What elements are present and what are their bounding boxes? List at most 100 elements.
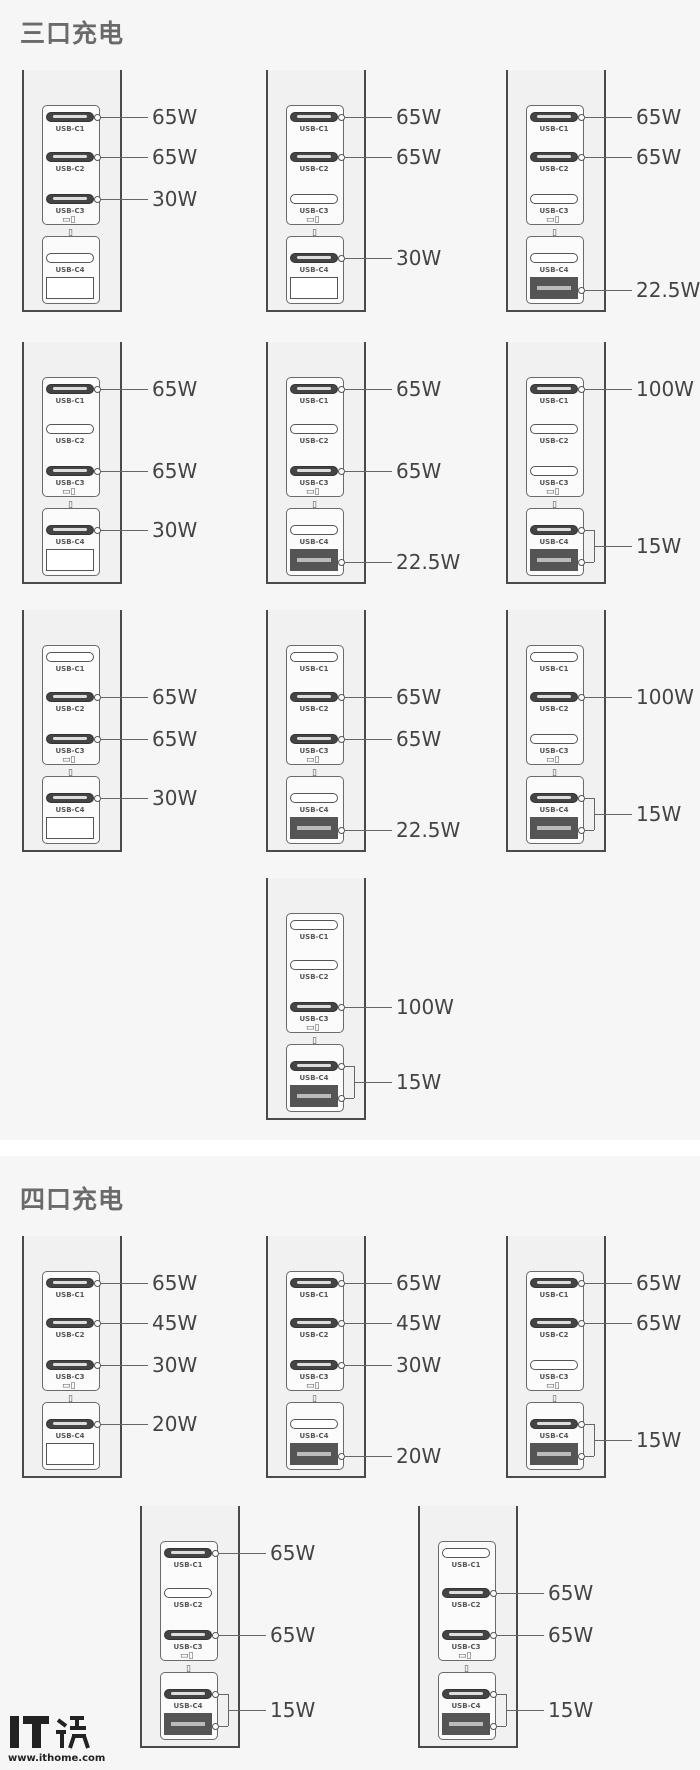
charger-4-port-c3[interactable] <box>290 466 338 476</box>
charger-4-port-a[interactable] <box>290 549 338 571</box>
charger-0-port-a[interactable] <box>46 277 94 299</box>
charger-6-port-c2[interactable] <box>46 692 94 702</box>
charger-10-label-c3: USB-C3 <box>55 1373 85 1381</box>
charger-3-port-c3[interactable] <box>46 466 94 476</box>
charger-9-port-c4[interactable] <box>290 1061 338 1071</box>
charger-14-label-c1: USB-C1 <box>451 1561 481 1569</box>
charger-14-port-c2[interactable] <box>442 1588 490 1598</box>
charger-1-port-c3[interactable] <box>290 194 338 204</box>
charger-14-port-a[interactable] <box>442 1713 490 1735</box>
charger-6-label-c4: USB-C4 <box>55 806 85 814</box>
charger-14-port-c3[interactable] <box>442 1630 490 1640</box>
charger-9-port-c1[interactable] <box>290 920 338 930</box>
charger-6-port-a[interactable] <box>46 817 94 839</box>
charger-13-port-c2[interactable] <box>164 1588 212 1598</box>
charger-3-line-c4 <box>100 530 148 532</box>
charger-5-port-c1[interactable] <box>530 384 578 394</box>
charger-5-port-c4[interactable] <box>530 525 578 535</box>
charger-12-watt-c4a: 15W <box>636 1428 682 1452</box>
charger-8-port-a[interactable] <box>530 817 578 839</box>
charger-9-port-c2[interactable] <box>290 960 338 970</box>
charger-4-watt-a: 22.5W <box>396 550 461 574</box>
charger-9-port-c3[interactable] <box>290 1002 338 1012</box>
charger-8-port-c2[interactable] <box>530 692 578 702</box>
charger-7-line-a <box>344 830 392 832</box>
charger-7-port-c2[interactable] <box>290 692 338 702</box>
charger-9-port-a[interactable] <box>290 1085 338 1107</box>
charger-6-port-c4[interactable] <box>46 793 94 803</box>
charger-10-port-c4[interactable] <box>46 1419 94 1429</box>
charger-0-port-c4[interactable] <box>46 253 94 263</box>
charger-12-port-c4[interactable] <box>530 1419 578 1429</box>
charger-2-label-c2: USB-C2 <box>539 165 569 173</box>
charger-1-port-c1[interactable] <box>290 112 338 122</box>
charger-1-watt-c2: 65W <box>396 145 442 169</box>
charger-2-port-c4[interactable] <box>530 253 578 263</box>
charger-1-port-c2[interactable] <box>290 152 338 162</box>
charger-0-port-c1[interactable] <box>46 112 94 122</box>
charger-11-port-c4[interactable] <box>290 1419 338 1429</box>
charger-0-port-c2[interactable] <box>46 152 94 162</box>
charger-4-port-c4[interactable] <box>290 525 338 535</box>
charger-5-port-a[interactable] <box>530 549 578 571</box>
charger-13-port-c3[interactable] <box>164 1630 212 1640</box>
charger-13-label-c3: USB-C3 <box>173 1643 203 1651</box>
charger-2-indicator-icon-2: ▯ <box>552 228 557 238</box>
charger-11-port-c2[interactable] <box>290 1318 338 1328</box>
charger-13-port-c4[interactable] <box>164 1689 212 1699</box>
charger-8-indicator-icon: ▭▯ <box>546 755 560 765</box>
charger-2-port-c3[interactable] <box>530 194 578 204</box>
charger-3-port-a[interactable] <box>46 549 94 571</box>
charger-11-port-c1[interactable] <box>290 1278 338 1288</box>
charger-2-port-a[interactable] <box>530 277 578 299</box>
charger-1-port-c4[interactable] <box>290 253 338 263</box>
charger-8-port-c3[interactable] <box>530 734 578 744</box>
charger-7-port-a[interactable] <box>290 817 338 839</box>
charger-12-watt-c1: 65W <box>636 1271 682 1295</box>
charger-7-port-c4[interactable] <box>290 793 338 803</box>
charger-13-port-a[interactable] <box>164 1713 212 1735</box>
charger-0-port-c3[interactable] <box>46 194 94 204</box>
charger-3-port-c2[interactable] <box>46 424 94 434</box>
charger-3-port-c4[interactable] <box>46 525 94 535</box>
charger-4-port-c1[interactable] <box>290 384 338 394</box>
charger-12-port-c1[interactable] <box>530 1278 578 1288</box>
charger-14-port-c4[interactable] <box>442 1689 490 1699</box>
charger-8-line-c4 <box>584 798 594 800</box>
charger-8-port-c1[interactable] <box>530 652 578 662</box>
charger-10-port-a[interactable] <box>46 1443 94 1465</box>
charger-4-label-c1: USB-C1 <box>299 397 329 405</box>
charger-2-port-c2[interactable] <box>530 152 578 162</box>
charger-3-label-c1: USB-C1 <box>55 397 85 405</box>
charger-8-port-c4[interactable] <box>530 793 578 803</box>
charger-10-line-c2 <box>100 1323 148 1325</box>
charger-11-port-a[interactable] <box>290 1443 338 1465</box>
charger-7-label-c1: USB-C1 <box>299 665 329 673</box>
charger-3-port-c1[interactable] <box>46 384 94 394</box>
charger-11-upper-group <box>286 1271 344 1391</box>
charger-10-port-c2[interactable] <box>46 1318 94 1328</box>
charger-5-port-c2[interactable] <box>530 424 578 434</box>
charger-6-port-c3[interactable] <box>46 734 94 744</box>
charger-7-port-c3[interactable] <box>290 734 338 744</box>
charger-12-indicator-icon: ▭▯ <box>546 1381 560 1391</box>
charger-12-port-a[interactable] <box>530 1443 578 1465</box>
charger-1-port-a[interactable] <box>290 277 338 299</box>
charger-10-port-c3[interactable] <box>46 1360 94 1370</box>
charger-5-port-c3[interactable] <box>530 466 578 476</box>
charger-13-port-c1[interactable] <box>164 1548 212 1558</box>
charger-12-port-c3[interactable] <box>530 1360 578 1370</box>
charger-4-port-c2[interactable] <box>290 424 338 434</box>
charger-14-indicator-icon-2: ▯ <box>464 1664 469 1674</box>
charger-10-port-c1[interactable] <box>46 1278 94 1288</box>
charger-5-indicator-icon: ▭▯ <box>546 487 560 497</box>
charger-11-port-c3[interactable] <box>290 1360 338 1370</box>
charger-9-label-c1: USB-C1 <box>299 933 329 941</box>
charger-12-port-c2[interactable] <box>530 1318 578 1328</box>
charger-10-watt-c4: 20W <box>152 1412 198 1436</box>
charger-7-port-c1[interactable] <box>290 652 338 662</box>
charger-2-port-c1[interactable] <box>530 112 578 122</box>
charger-14-port-c1[interactable] <box>442 1548 490 1558</box>
charger-6-port-c1[interactable] <box>46 652 94 662</box>
charger-12-label-c3: USB-C3 <box>539 1373 569 1381</box>
